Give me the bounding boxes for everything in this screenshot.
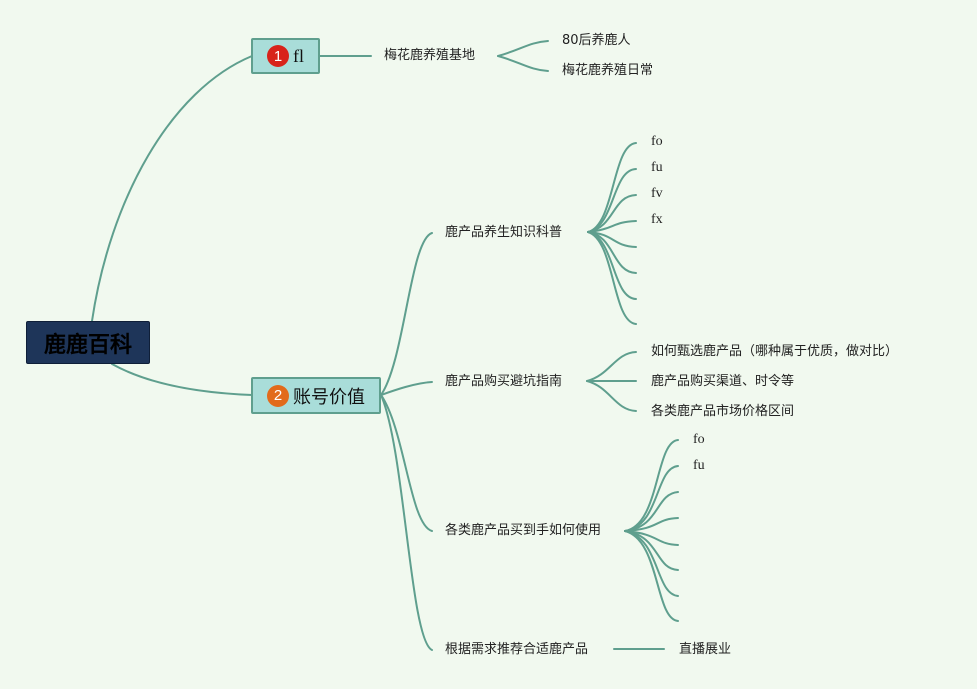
number-badge-2: 2 — [267, 384, 289, 407]
leaf-fv-1[interactable]: fv — [651, 186, 663, 201]
number-badge-1: 1 — [267, 45, 289, 67]
subtopic-buying-guide[interactable]: 鹿产品购买避坑指南 — [445, 374, 563, 389]
leaf-fo-1[interactable]: fo — [651, 134, 663, 149]
branch-topic-2-label: 账号价值 — [293, 386, 365, 408]
branch-topic-1[interactable]: 1 fl — [251, 38, 320, 74]
root-topic[interactable]: 鹿鹿百科 — [26, 321, 150, 364]
branch-topic-1-label: fl — [293, 45, 304, 66]
leaf-breeding-daily[interactable]: 梅花鹿养殖日常 — [562, 63, 654, 78]
subtopic-breeding-base[interactable]: 梅花鹿养殖基地 — [384, 48, 476, 63]
leaf-channels-season[interactable]: 鹿产品购买渠道、时令等 — [651, 374, 795, 389]
root-topic-label: 鹿鹿百科 — [43, 332, 132, 358]
leaf-fu-1[interactable]: fu — [651, 160, 663, 175]
leaf-fo-2[interactable]: fo — [693, 432, 705, 447]
leaf-live-streaming[interactable]: 直播展业 — [679, 642, 732, 657]
leaf-80s-deer-farmer[interactable]: 80后养鹿人 — [562, 33, 631, 48]
subtopic-health-knowledge[interactable]: 鹿产品养生知识科普 — [445, 225, 563, 240]
leaf-how-to-choose[interactable]: 如何甄选鹿产品（哪种属于优质，做对比） — [651, 344, 899, 359]
subtopic-recommend[interactable]: 根据需求推荐合适鹿产品 — [445, 642, 589, 657]
leaf-price-range[interactable]: 各类鹿产品市场价格区间 — [651, 404, 795, 419]
branch-topic-2[interactable]: 2 账号价值 — [251, 377, 381, 414]
leaf-fu-2[interactable]: fu — [693, 458, 705, 473]
subtopic-how-to-use[interactable]: 各类鹿产品买到手如何使用 — [445, 523, 602, 538]
leaf-fx-1[interactable]: fx — [651, 212, 663, 227]
